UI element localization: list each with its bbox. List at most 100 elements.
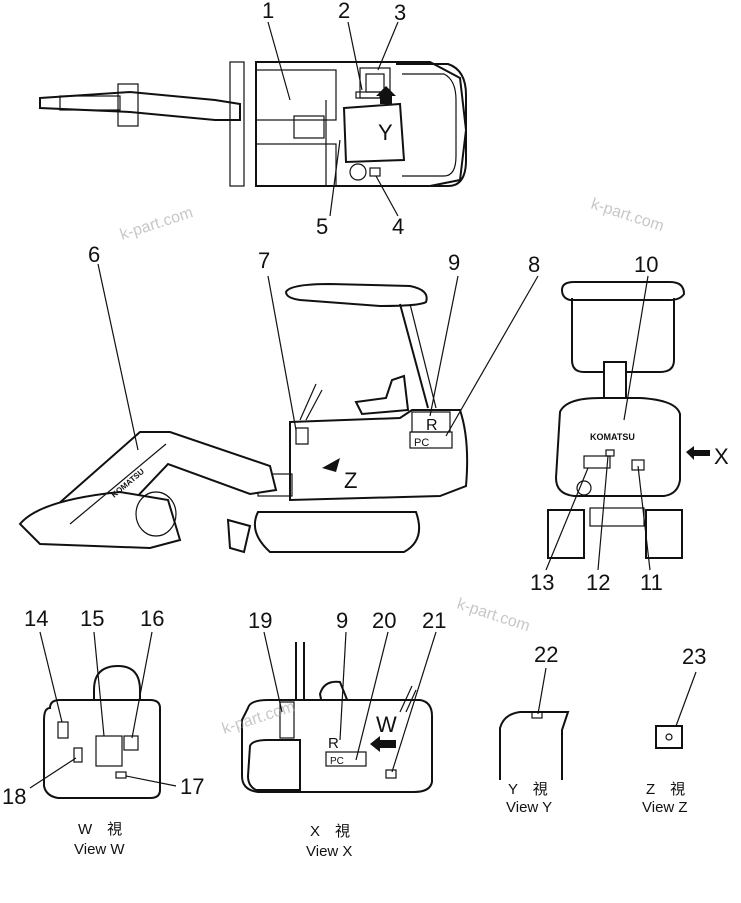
top-arm bbox=[39, 90, 241, 121]
x-arrow-w bbox=[370, 736, 396, 752]
side-levers bbox=[295, 383, 323, 445]
view-y bbox=[499, 667, 570, 780]
side-decal-pc bbox=[409, 431, 453, 449]
callout-2: 2 bbox=[338, 0, 350, 23]
caption-w-en: View W bbox=[74, 841, 125, 858]
callout-1: 1 bbox=[262, 0, 274, 23]
top-decal-3 bbox=[365, 73, 385, 93]
callout-17: 17 bbox=[180, 774, 204, 799]
callout-numbers: 1 2 3 4 5 6 7 8 9 10 11 12 13 14 15 16 1… bbox=[2, 0, 706, 809]
callout-3: 3 bbox=[394, 0, 406, 25]
side-bucket-curl bbox=[135, 491, 177, 537]
callout-12: 12 bbox=[586, 570, 610, 595]
rear-decal-12 bbox=[605, 449, 615, 457]
caption-y-jp: Y 視 bbox=[508, 781, 548, 798]
x-decal-pc bbox=[325, 751, 367, 767]
rear-leaders bbox=[545, 275, 651, 571]
side-r-text: R bbox=[426, 417, 438, 434]
side-track bbox=[254, 511, 420, 553]
view-captions: W 視 View W X 視 View X Y 視 View Y Z 視 Vie… bbox=[74, 781, 688, 860]
mark-x: X bbox=[714, 444, 729, 469]
top-bucket bbox=[59, 95, 121, 111]
x-decal-19 bbox=[279, 701, 295, 739]
w-body bbox=[43, 699, 161, 799]
view-w bbox=[29, 631, 177, 799]
x-levers bbox=[399, 685, 417, 713]
top-arrow-y bbox=[376, 86, 396, 104]
x-post bbox=[295, 642, 305, 708]
callout-21: 21 bbox=[422, 608, 446, 633]
caption-x-en: View X bbox=[306, 843, 352, 860]
callout-4: 4 bbox=[392, 214, 404, 239]
side-boom-line bbox=[69, 443, 167, 525]
rear-decal-13 bbox=[583, 455, 611, 469]
view-x bbox=[241, 631, 437, 793]
callout-14: 14 bbox=[24, 606, 48, 631]
view-z bbox=[655, 671, 697, 749]
top-canopy-frame bbox=[396, 63, 467, 187]
side-seat bbox=[354, 374, 410, 416]
x-tank bbox=[246, 739, 301, 791]
top-fuel-cap bbox=[349, 163, 367, 181]
w-decal-14 bbox=[57, 721, 69, 739]
callout-6: 6 bbox=[88, 242, 100, 267]
callout-7: 7 bbox=[258, 248, 270, 273]
top-decal-4 bbox=[369, 167, 381, 177]
caption-w-jp: W 視 bbox=[78, 821, 122, 838]
x-decal-21 bbox=[385, 769, 397, 779]
w-decal-17 bbox=[115, 771, 127, 779]
top-blade bbox=[229, 61, 245, 187]
callout-5: 5 bbox=[316, 214, 328, 239]
rear-light bbox=[576, 480, 592, 496]
watermark-3: k-part.com bbox=[455, 596, 532, 636]
top-leaders bbox=[267, 21, 399, 217]
rear-body bbox=[554, 397, 681, 497]
side-arm-bucket bbox=[18, 490, 182, 550]
top-view bbox=[39, 61, 468, 187]
callout-18: 18 bbox=[2, 784, 26, 809]
rear-view bbox=[547, 281, 710, 559]
y-decal-22 bbox=[531, 711, 543, 719]
caption-z-jp: Z 視 bbox=[646, 781, 685, 798]
callout-19: 19 bbox=[248, 608, 272, 633]
watermark-1: k-part.com bbox=[118, 204, 195, 244]
rear-canopy-roof bbox=[560, 281, 686, 301]
watermark-2: k-part.com bbox=[589, 196, 666, 236]
z-plate bbox=[655, 725, 683, 749]
rear-canopy-frame bbox=[571, 298, 675, 373]
callout-16: 16 bbox=[140, 606, 164, 631]
callout-23: 23 bbox=[682, 644, 706, 669]
callout-8: 8 bbox=[528, 252, 540, 277]
side-pc-text: PC bbox=[414, 437, 429, 449]
top-arm-joint bbox=[117, 83, 139, 127]
callout-9-view-x: 9 bbox=[336, 608, 348, 633]
rear-track-right bbox=[645, 509, 683, 559]
top-deck-2 bbox=[255, 143, 337, 187]
top-canopy-inner bbox=[402, 73, 457, 177]
w-decal-16 bbox=[123, 735, 139, 751]
x-pc-text: PC bbox=[330, 756, 344, 767]
w-decal-15 bbox=[95, 735, 123, 767]
side-view bbox=[18, 282, 469, 554]
top-valve bbox=[293, 115, 325, 139]
rear-komatsu-text: KOMATSU bbox=[590, 432, 635, 442]
callout-9: 9 bbox=[448, 250, 460, 275]
top-deck bbox=[255, 69, 337, 121]
callout-13: 13 bbox=[530, 570, 554, 595]
caption-x-jp: X 視 bbox=[310, 823, 350, 840]
mark-y: Y bbox=[378, 120, 393, 145]
x-seat bbox=[318, 680, 350, 706]
rear-arrow-x bbox=[686, 446, 710, 460]
callout-15: 15 bbox=[80, 606, 104, 631]
side-leaders bbox=[97, 263, 539, 451]
w-decal-18 bbox=[73, 747, 83, 763]
side-arrow-z bbox=[322, 458, 340, 472]
rear-center bbox=[589, 507, 645, 527]
callout-22: 22 bbox=[534, 642, 558, 667]
x-r-text: R bbox=[328, 735, 339, 752]
z-decal-23 bbox=[665, 733, 673, 741]
caption-y-en: View Y bbox=[506, 799, 552, 816]
callout-10: 10 bbox=[634, 252, 658, 277]
